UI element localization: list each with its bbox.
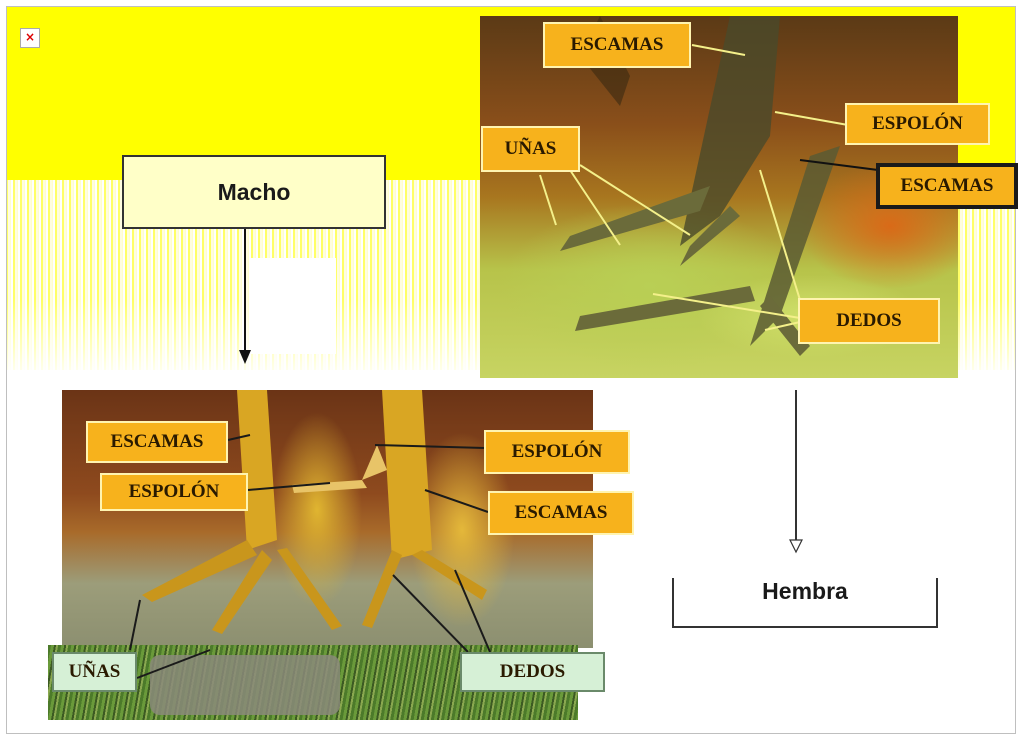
- label-bottom-escamas-left: ESCAMAS: [86, 421, 228, 463]
- label-bottom-dedos: DEDOS: [460, 652, 605, 692]
- label-bottom-unas: UÑAS: [52, 652, 137, 692]
- label-bottom-escamas-right: ESCAMAS: [488, 491, 634, 535]
- label-top-escamas: ESCAMAS: [543, 22, 691, 68]
- label-top-dedos: DEDOS: [798, 298, 940, 344]
- broken-image-icon: ×: [20, 28, 40, 48]
- label-bottom-espolon-left: ESPOLÓN: [100, 473, 248, 511]
- label-bottom-espolon-right: ESPOLÓN: [484, 430, 630, 474]
- label-top-escamas-right: ESCAMAS: [876, 163, 1018, 209]
- label-top-unas: UÑAS: [481, 126, 580, 172]
- macho-box: Macho: [122, 155, 386, 229]
- label-top-espolon: ESPOLÓN: [845, 103, 990, 145]
- grass-stone: [150, 655, 340, 715]
- hembra-box: Hembra: [672, 578, 938, 628]
